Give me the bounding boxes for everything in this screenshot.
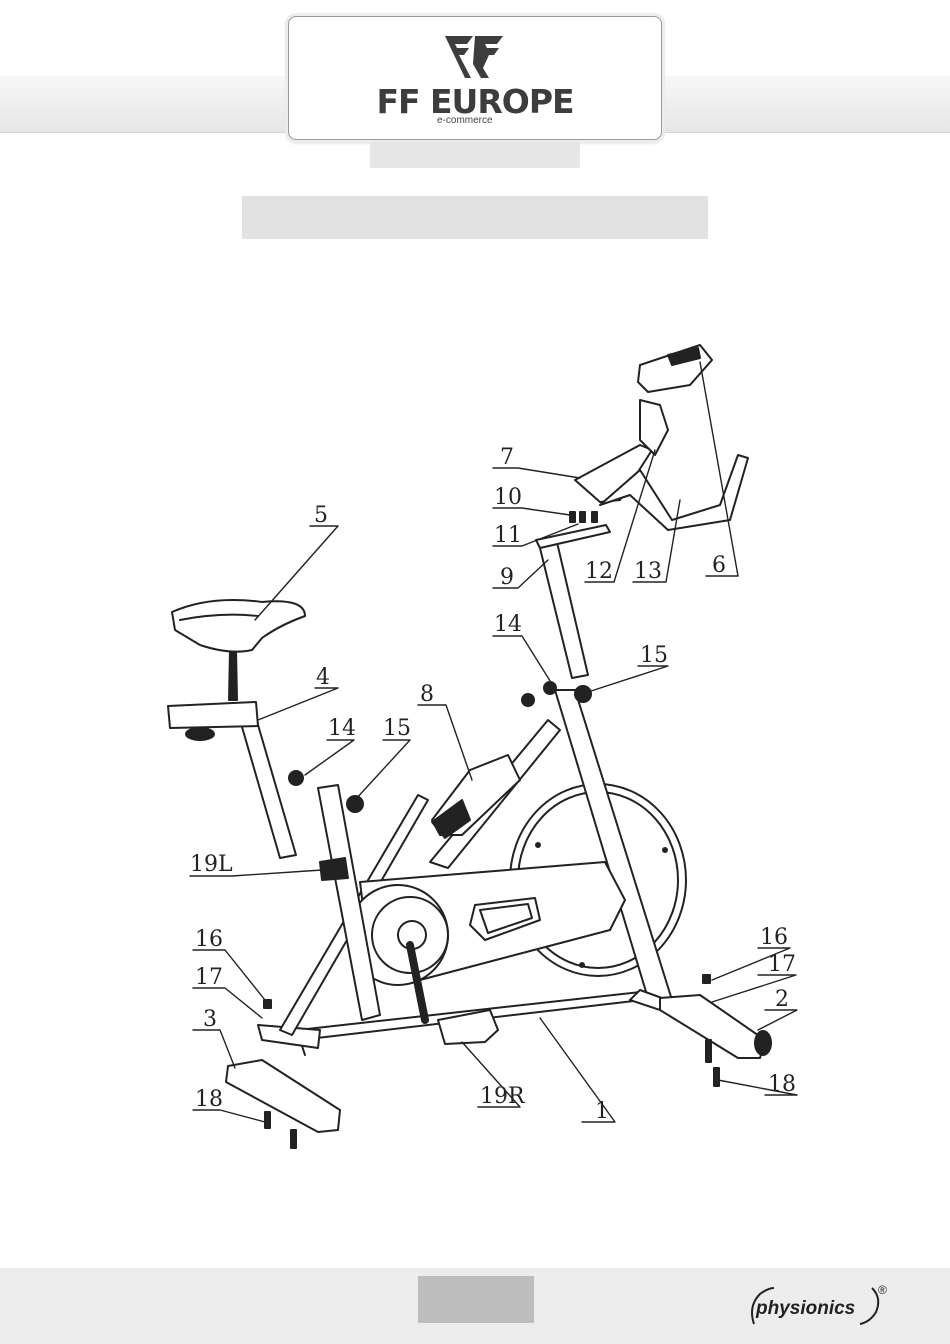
pedal-left xyxy=(320,858,348,880)
saddle xyxy=(172,600,305,652)
part-label-6: 6 xyxy=(712,553,726,578)
physionics-logo: physionics ® xyxy=(748,1280,898,1330)
part-label-18a: 18 xyxy=(195,1087,223,1112)
part-label-9: 9 xyxy=(500,565,514,590)
part-label-16b: 16 xyxy=(760,925,788,950)
part-label-12: 12 xyxy=(585,559,613,584)
part-label-10: 10 xyxy=(494,485,522,510)
part-label-7: 7 xyxy=(500,445,514,470)
part-label-16a: 16 xyxy=(195,927,223,952)
part-label-1: 1 xyxy=(595,1099,609,1124)
part-label-8: 8 xyxy=(420,682,434,707)
part-label-15b: 15 xyxy=(640,643,668,668)
registered-mark: ® xyxy=(878,1283,887,1297)
front-stabilizer xyxy=(660,995,765,1058)
part-label-19l: 19L xyxy=(190,852,233,877)
part-label-17a: 17 xyxy=(195,965,223,990)
part-label-3: 3 xyxy=(203,1007,217,1032)
part-label-13: 13 xyxy=(634,559,662,584)
part-label-4: 4 xyxy=(316,665,330,690)
handlebar-post xyxy=(538,538,588,678)
page-number-placeholder xyxy=(418,1276,534,1323)
part-label-18b: 18 xyxy=(768,1072,796,1097)
physionics-logo-text: physionics xyxy=(755,1298,855,1319)
part-label-5: 5 xyxy=(314,503,328,528)
part-label-14a: 14 xyxy=(328,716,356,741)
handlebar xyxy=(575,400,748,530)
seat-slider xyxy=(168,702,258,728)
seat-post xyxy=(240,718,296,858)
rear-stabilizer xyxy=(226,1060,340,1132)
part-label-11: 11 xyxy=(494,523,522,548)
part-label-19r: 19R xyxy=(480,1084,526,1109)
part-label-2: 2 xyxy=(775,987,789,1012)
part-label-17b: 17 xyxy=(768,952,796,977)
part-label-14b: 14 xyxy=(494,612,522,637)
part-label-15a: 15 xyxy=(383,716,411,741)
